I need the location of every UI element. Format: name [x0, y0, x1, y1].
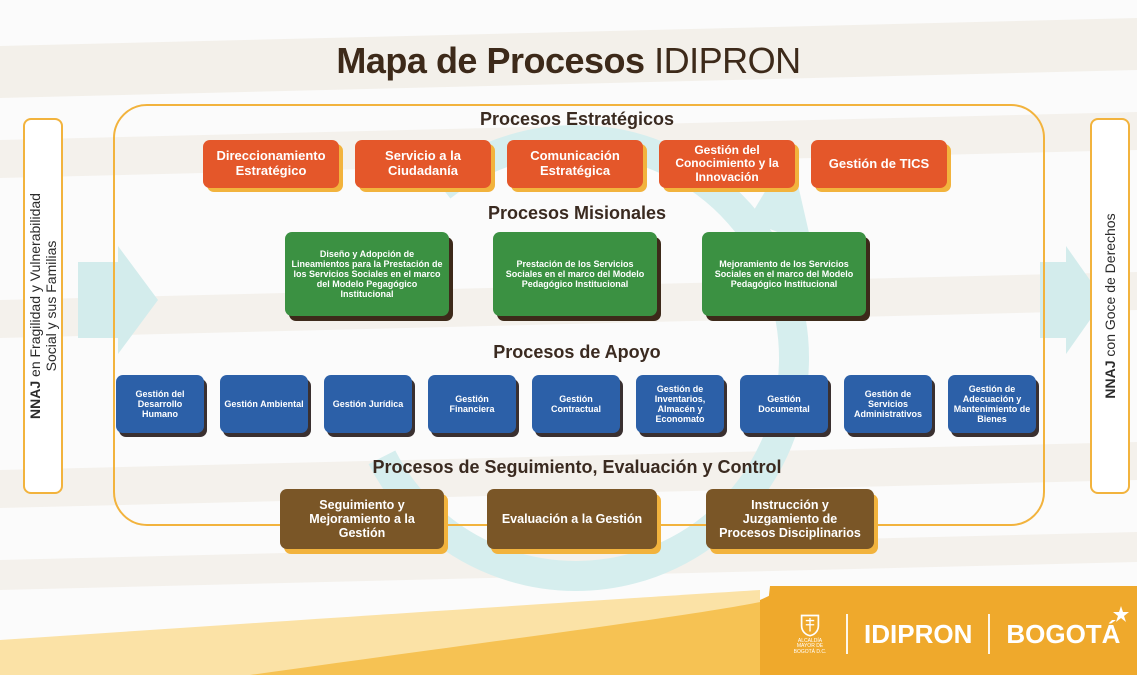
heading-apoyo: Procesos de Apoyo	[493, 342, 661, 362]
process-gestion-inventarios: Gestión de Inventarios, Almacén y Econom…	[636, 375, 724, 433]
bottom-band-dark	[760, 586, 1137, 675]
bottom-band-join	[760, 586, 790, 675]
output-arrow	[1040, 246, 1104, 354]
process-gestion-juridica: Gestión Jurídica	[324, 375, 412, 433]
process-servicio-ciudadania: Servicio a la Ciudadanía	[355, 140, 491, 188]
input-label-text: NNAJ en Fragilidad y Vulnerabilidad Soci…	[27, 193, 59, 419]
process-gestion-documental: Gestión Documental	[740, 375, 828, 433]
bogota-logo: BOGOTÁ	[1006, 605, 1130, 650]
cycle-arrowhead	[748, 150, 812, 246]
process-gestion-ambiental: Gestión Ambiental	[220, 375, 308, 433]
bogota-crest: ALCALDÍA MAYOR DE BOGOTÁ D.C.	[790, 613, 830, 655]
process-direccionamiento-estrategico: Direccionamiento Estratégico	[203, 140, 339, 188]
idipron-logo: IDIPRON	[864, 618, 973, 649]
process-gestion-tics: Gestión de TICS	[811, 140, 947, 188]
output-label-bold: NNAJ	[1101, 360, 1118, 399]
process-mejoramiento-servicios: Mejoramiento de los Servicios Sociales e…	[702, 232, 866, 316]
process-gestion-contractual: Gestión Contractual	[532, 375, 620, 433]
process-desarrollo-humano: Gestión del Desarrollo Humano	[116, 375, 204, 433]
input-label-box: NNAJ en Fragilidad y Vulnerabilidad Soci…	[23, 118, 63, 494]
process-gestion-conocimiento: Gestión del Conocimiento y la Innovación	[659, 140, 795, 188]
process-seguimiento-mejoramiento: Seguimiento y Mejoramiento a la Gestión	[280, 489, 444, 549]
process-servicios-administrativos: Gestión de Servicios Administrativos	[844, 375, 932, 433]
input-label-line1: en Fragilidad y Vulnerabilidad	[26, 193, 43, 377]
footer-divider	[846, 614, 848, 654]
process-prestacion-servicios: Prestación de los Servicios Sociales en …	[493, 232, 657, 316]
title-bold: Mapa de Procesos	[336, 40, 645, 81]
page-title: Mapa de Procesos IDIPRON	[0, 40, 1137, 82]
crest-caption: ALCALDÍA MAYOR DE BOGOTÁ D.C.	[793, 637, 827, 655]
output-label-line1: con Goce de Derechos	[1101, 213, 1118, 357]
process-diseno-lineamientos: Diseño y Adopción de Lineamientos para l…	[285, 232, 449, 316]
process-gestion-financiera: Gestión Financiera	[428, 375, 516, 433]
heading-seguimiento: Procesos de Seguimiento, Evaluación y Co…	[372, 457, 782, 477]
output-label-box: NNAJ con Goce de Derechos	[1090, 118, 1130, 494]
star-icon	[1113, 605, 1130, 622]
input-arrow	[78, 246, 158, 354]
process-instruccion-juzgamiento: Instrucción y Juzgamiento de Procesos Di…	[706, 489, 874, 549]
process-evaluacion-gestion: Evaluación a la Gestión	[487, 489, 657, 549]
bottom-band-mid	[250, 600, 770, 675]
heading-misionales: Procesos Misionales	[487, 203, 667, 223]
input-label-bold: NNAJ	[26, 380, 43, 419]
bogota-logo-text: BOGOTÁ	[1006, 618, 1121, 649]
process-comunicacion-estrategica: Comunicación Estratégica	[507, 140, 643, 188]
heading-estrategicos: Procesos Estratégicos	[479, 109, 675, 129]
footer-logos: ALCALDÍA MAYOR DE BOGOTÁ D.C. IDIPRON BO…	[790, 598, 1130, 670]
footer-divider	[988, 614, 991, 654]
output-label-text: NNAJ con Goce de Derechos	[1102, 213, 1118, 398]
process-adecuacion-mantenimiento: Gestión de Adecuación y Mantenimiento de…	[948, 375, 1036, 433]
input-label-line2: Social y sus Familias	[43, 240, 59, 372]
crest-icon	[800, 614, 820, 637]
bg-stripe	[0, 18, 1137, 98]
title-light: IDIPRON	[654, 40, 801, 81]
